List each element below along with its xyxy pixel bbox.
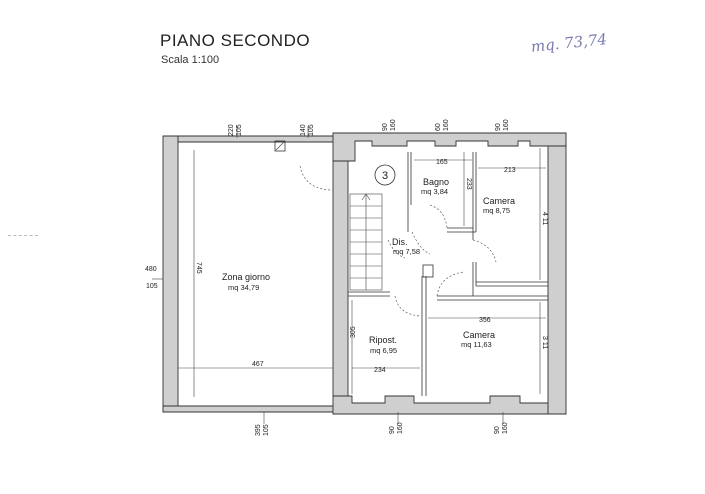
dim-ripost-width: 234 (374, 367, 386, 374)
room-bagno-area: mq 3,84 (421, 187, 448, 196)
dim-zona-width: 467 (252, 361, 264, 368)
room-ripost-area: mq 6,95 (370, 346, 397, 355)
dim-bottom-window-1-b: 105 (263, 424, 270, 436)
plan-title: PIANO SECONDO (160, 31, 311, 50)
dim-top-window-5-b: 160 (503, 119, 510, 131)
room-zona-giorno-area: mq 34,79 (228, 283, 259, 292)
dim-bottom-window-3-b: 160 (502, 422, 509, 434)
room-bagno-name: Bagno (423, 177, 449, 187)
unit-marker: 3 (382, 170, 388, 182)
dim-top-window-4-a: 60 (435, 123, 442, 131)
dim-top-window-4-b: 160 (443, 119, 450, 131)
margin-mark (8, 235, 38, 236)
dim-bagno-width: 165 (436, 159, 448, 166)
dim-bottom-window-1-a: 395 (255, 424, 262, 436)
dim-bottom-window-3-a: 90 (494, 426, 501, 434)
room-ripost-name: Ripost. (369, 335, 397, 345)
wall-box (274, 140, 286, 152)
room-dis-name: Dis. (392, 237, 408, 247)
dim-top-window-3-a: 90 (382, 123, 389, 131)
room-zona-giorno-name: Zona giorno (222, 272, 270, 282)
dim-bottom-window-2-b: 160 (397, 422, 404, 434)
outer-walls (162, 132, 567, 415)
dim-camera-top-depth: 4 11 (541, 212, 548, 225)
dim-top-window-2-b: 105 (308, 124, 315, 136)
right-wall (547, 132, 567, 415)
dim-camera-top-width: 213 (504, 167, 516, 174)
dim-bottom-window-2-a: 90 (389, 426, 396, 434)
dim-top-window-1-b: 105 (236, 124, 243, 136)
top-wall-right (332, 132, 567, 162)
dim-left-window-b: 105 (146, 283, 158, 290)
room-camera-bottom-name: Camera (463, 330, 495, 340)
dim-camera-bottom-depth: 3 11 (541, 336, 548, 349)
staircase (349, 193, 383, 291)
center-wall (332, 160, 349, 397)
partitions (274, 140, 548, 396)
chimney (422, 264, 434, 278)
dim-ripost-depth: 305 (350, 326, 357, 338)
room-camera-top-name: Camera (483, 196, 515, 206)
door-swings (299, 165, 497, 317)
dim-camera-bottom-width: 356 (479, 317, 491, 324)
top-wall-left (163, 135, 336, 143)
dim-left-window-a: 480 (145, 266, 157, 273)
dim-top-window-5-a: 90 (495, 123, 502, 131)
unit-marker-circle (374, 164, 396, 186)
dim-bagno-depth: 233 (465, 178, 472, 190)
bottom-wall-right (332, 395, 549, 415)
dim-top-window-3-b: 160 (390, 119, 397, 131)
dim-zona-depth: 745 (195, 262, 202, 274)
plan-scale: Scala 1:100 (161, 54, 220, 66)
left-wall (162, 135, 179, 413)
bottom-wall-left (162, 405, 336, 413)
room-camera-bottom-area: mq 11,63 (461, 340, 492, 349)
room-camera-top-area: mq 8,75 (483, 206, 510, 215)
room-dis-area: mq 7,58 (393, 247, 420, 256)
dim-top-window-2-a: 140 (300, 124, 307, 136)
dim-top-window-1-a: 220 (228, 124, 235, 136)
dimension-lines (152, 126, 546, 424)
